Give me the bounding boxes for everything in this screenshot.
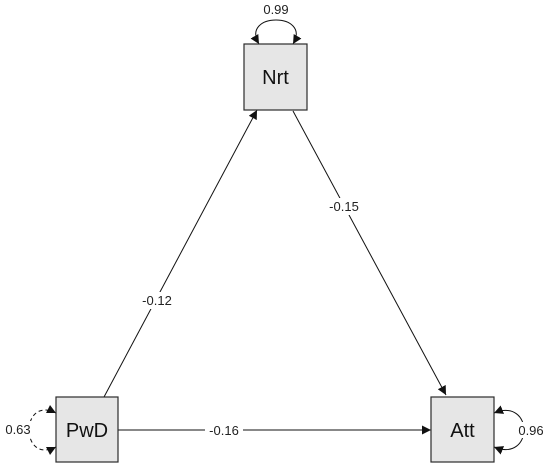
path-pwd-to-nrt-label-bg xyxy=(138,292,176,309)
node-pwd-label: PwD xyxy=(66,420,108,442)
variance-att: 0.96 xyxy=(493,405,548,455)
variance-nrt: 0.99 xyxy=(250,2,302,45)
node-pwd-box xyxy=(55,396,119,463)
node-nrt-box xyxy=(243,43,308,111)
path-pwd-to-att: -0.16 xyxy=(118,422,431,439)
node-nrt: Nrt xyxy=(243,43,308,111)
node-nrt-label: Nrt xyxy=(262,67,289,89)
node-pwd: PwD xyxy=(55,396,119,463)
path-pwd-to-nrt: -0.12 xyxy=(103,109,258,398)
path-nrt-to-att-label: -0.15 xyxy=(329,199,359,214)
variance-nrt-label-bg xyxy=(259,2,293,18)
path-nrt-to-att: -0.15 xyxy=(292,110,447,396)
variance-pwd-label: 0.63 xyxy=(5,422,30,437)
node-att-label: Att xyxy=(450,420,475,442)
variance-att-label: 0.96 xyxy=(518,423,543,438)
path-nrt-to-att-label-bg xyxy=(325,198,363,215)
node-att-box xyxy=(430,396,495,463)
path-pwd-to-att-label-bg xyxy=(205,422,243,439)
variance-nrt-label: 0.99 xyxy=(263,2,288,17)
node-att: Att xyxy=(430,396,495,463)
variance-att-label-bg xyxy=(514,422,548,438)
variance-pwd: 0.63 xyxy=(2,404,57,456)
path-pwd-to-nrt-line xyxy=(103,109,258,398)
variance-pwd-label-bg xyxy=(2,421,34,437)
path-nrt-to-att-line xyxy=(292,110,447,396)
path-pwd-to-nrt-label: -0.12 xyxy=(142,293,172,308)
path-pwd-to-att-label: -0.16 xyxy=(209,423,239,438)
variance-nrt-loop xyxy=(250,19,302,45)
